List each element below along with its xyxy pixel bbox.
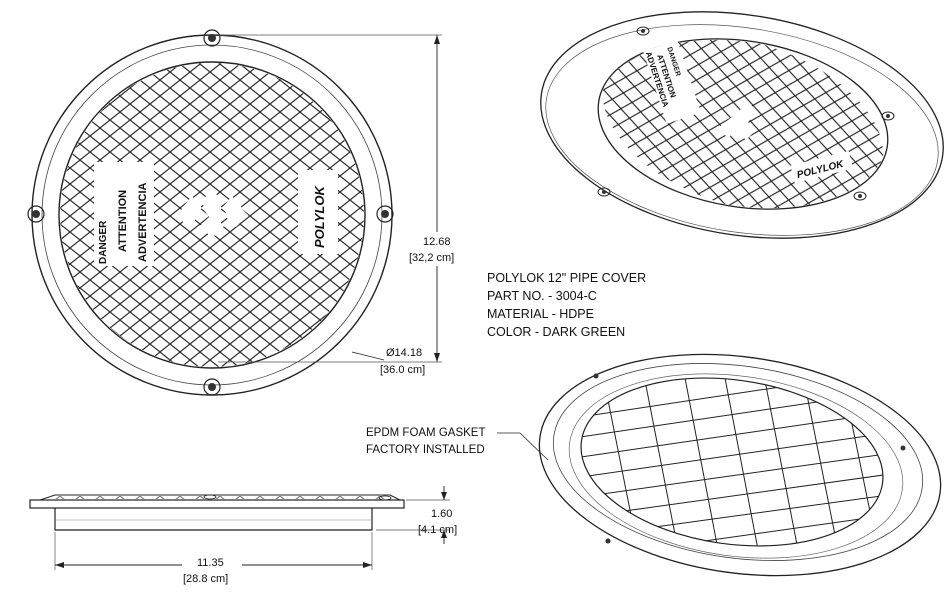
depth-dimension: 1.60 [4.1 cm] xyxy=(376,486,457,544)
danger-label: DANGER xyxy=(98,220,109,264)
height-cm: [32,2 cm] xyxy=(409,252,454,264)
iso-bolt-2 xyxy=(881,111,895,121)
gasket-line-2: FACTORY INSTALLED xyxy=(366,444,485,456)
grate-ribs xyxy=(570,359,894,565)
bolt-bottom xyxy=(203,378,221,396)
depth-value: 1.60 xyxy=(431,508,452,520)
warning-label: DANGER ATTENTION ADVERTENCIA xyxy=(94,162,154,266)
height-dimension: 12.68 [32,2 cm] xyxy=(218,34,463,363)
advertencia-label: ADVERTENCIA xyxy=(137,182,149,262)
height-value: 12.68 xyxy=(423,236,451,248)
attention-label: ATTENTION xyxy=(117,190,129,252)
spec-color: COLOR - DARK GREEN xyxy=(487,325,625,339)
grate-hole-2 xyxy=(605,538,611,544)
isometric-bottom-view xyxy=(538,353,942,577)
diameter-cm: [36.0 cm] xyxy=(380,364,425,376)
grate-hole-1 xyxy=(593,373,599,379)
iso-center-cross xyxy=(718,102,758,140)
width-value: 11.35 xyxy=(197,557,224,569)
width-cm: [28.8 cm] xyxy=(183,573,228,585)
diameter-value: Ø14.18 xyxy=(386,347,422,359)
gasket-callout: EPDM FOAM GASKET FACTORY INSTALLED xyxy=(366,427,549,461)
brand-label: POLYLOK xyxy=(298,170,338,254)
grate-hole-3 xyxy=(900,445,906,451)
bolt-top xyxy=(203,29,221,47)
spec-block: POLYLOK 12" PIPE COVER PART NO. - 3004-C… xyxy=(487,271,646,339)
bolt-right xyxy=(376,205,394,223)
center-cross xyxy=(176,190,248,238)
spec-material: MATERIAL - HDPE xyxy=(487,307,594,321)
depth-cm: [4.1 cm] xyxy=(418,524,457,536)
gasket-line-1: EPDM FOAM GASKET xyxy=(366,427,486,439)
width-dimension: 11.35 [28.8 cm] xyxy=(54,532,373,585)
grid-rim xyxy=(58,61,366,369)
brand-logo-text: POLYLOK xyxy=(312,185,327,248)
iso-bolt-1 xyxy=(636,26,650,36)
iso-bolt-4 xyxy=(853,191,867,201)
isometric-top-view: DANGER ATTENTION ADVERTENCIA POLYLOK xyxy=(540,11,944,239)
spec-part-no: PART NO. - 3004-C xyxy=(487,289,597,303)
spec-title: POLYLOK 12" PIPE COVER xyxy=(487,271,646,285)
bolt-left xyxy=(27,205,45,223)
side-view xyxy=(29,494,405,531)
iso-bolt-3 xyxy=(597,187,611,197)
diameter-dimension: Ø14.18 [36.0 cm] xyxy=(351,347,425,376)
top-view: DANGER ATTENTION ADVERTENCIA POLYLOK xyxy=(27,29,394,396)
